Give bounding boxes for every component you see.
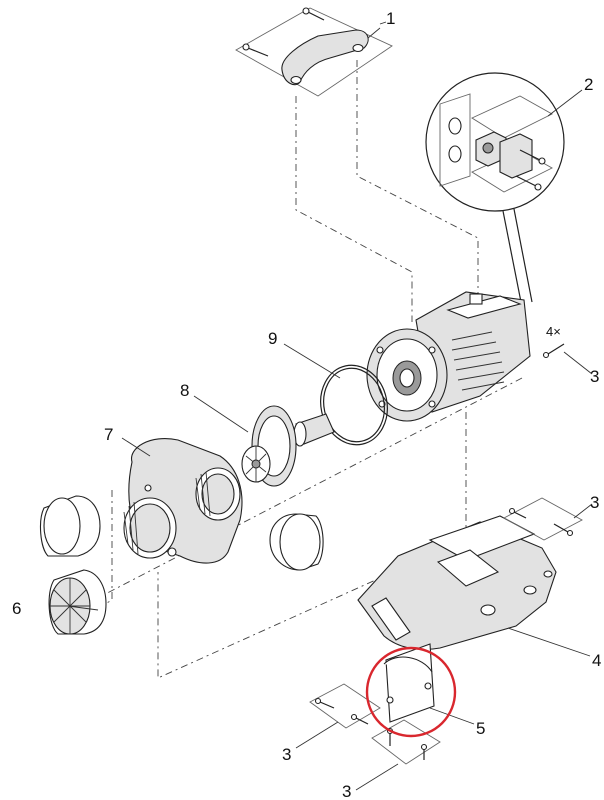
leader-lines bbox=[67, 21, 593, 791]
detail-view-magnifier bbox=[425, 72, 565, 303]
screw bbox=[519, 149, 546, 165]
screw-group-right bbox=[503, 497, 583, 541]
end-cap bbox=[39, 495, 101, 557]
callout-4: 4 bbox=[592, 651, 601, 670]
handle bbox=[281, 29, 369, 86]
callout-7: 7 bbox=[104, 425, 113, 444]
callout-3-motor: 3 bbox=[590, 367, 599, 386]
pump-housing bbox=[123, 438, 243, 564]
callout-3-bracket-left: 3 bbox=[282, 745, 291, 764]
callout-3-quantity: 4× bbox=[546, 324, 561, 339]
detail-circle bbox=[425, 72, 565, 212]
callout-2: 2 bbox=[584, 75, 593, 94]
callout-6: 6 bbox=[12, 599, 21, 618]
end-cap bbox=[269, 513, 324, 571]
screw bbox=[302, 7, 325, 21]
screw-group-bottom-left bbox=[309, 683, 381, 729]
screw bbox=[242, 43, 269, 57]
handle-assembly bbox=[235, 7, 393, 97]
callout-1: 1 bbox=[386, 9, 395, 28]
o-ring bbox=[320, 364, 388, 446]
callout-3-bracket-bottom: 3 bbox=[342, 782, 351, 800]
motor-housing bbox=[366, 291, 531, 422]
highlight-circle bbox=[365, 646, 457, 738]
callout-9: 9 bbox=[268, 329, 277, 348]
base-foot bbox=[357, 515, 557, 651]
cover-block bbox=[499, 133, 533, 179]
callout-3-base: 3 bbox=[590, 493, 599, 512]
strainer-cap bbox=[48, 569, 107, 635]
callout-8: 8 bbox=[180, 381, 189, 400]
screw bbox=[515, 175, 542, 191]
callout-5: 5 bbox=[476, 719, 485, 738]
screw-motor bbox=[542, 343, 565, 359]
bracket bbox=[383, 643, 435, 723]
impeller-rotor bbox=[241, 405, 335, 487]
